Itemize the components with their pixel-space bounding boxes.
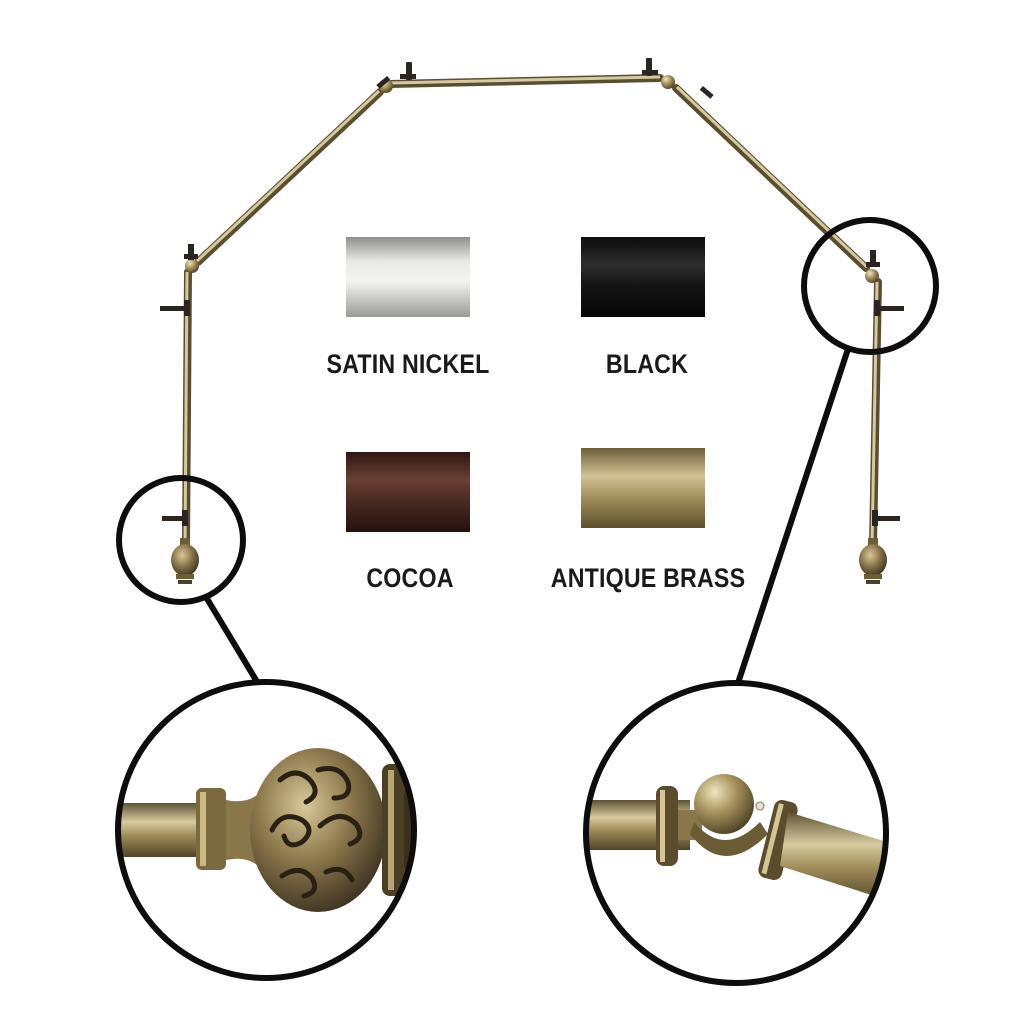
finish-swatches [346, 237, 705, 532]
elbow-closeup-frame [583, 680, 889, 986]
swatch-antique-brass [581, 448, 705, 528]
label-antique-brass: ANTIQUE BRASS [550, 563, 746, 593]
detail-callouts [116, 217, 939, 692]
label-black: BLACK [605, 349, 689, 379]
left-finial [171, 538, 199, 584]
swatch-cocoa [346, 452, 470, 532]
swatch-satin-nickel [346, 237, 470, 317]
right-finial [859, 538, 887, 584]
elbow-closeup [586, 683, 886, 983]
label-satin-nickel: SATIN NICKEL [326, 349, 490, 379]
curtain-rod [182, 74, 882, 549]
finial-closeup [118, 682, 414, 978]
swatch-black [581, 237, 705, 317]
finial-closeup-frame [115, 679, 417, 981]
rod-brackets [160, 58, 904, 526]
label-cocoa: COCOA [366, 563, 454, 593]
